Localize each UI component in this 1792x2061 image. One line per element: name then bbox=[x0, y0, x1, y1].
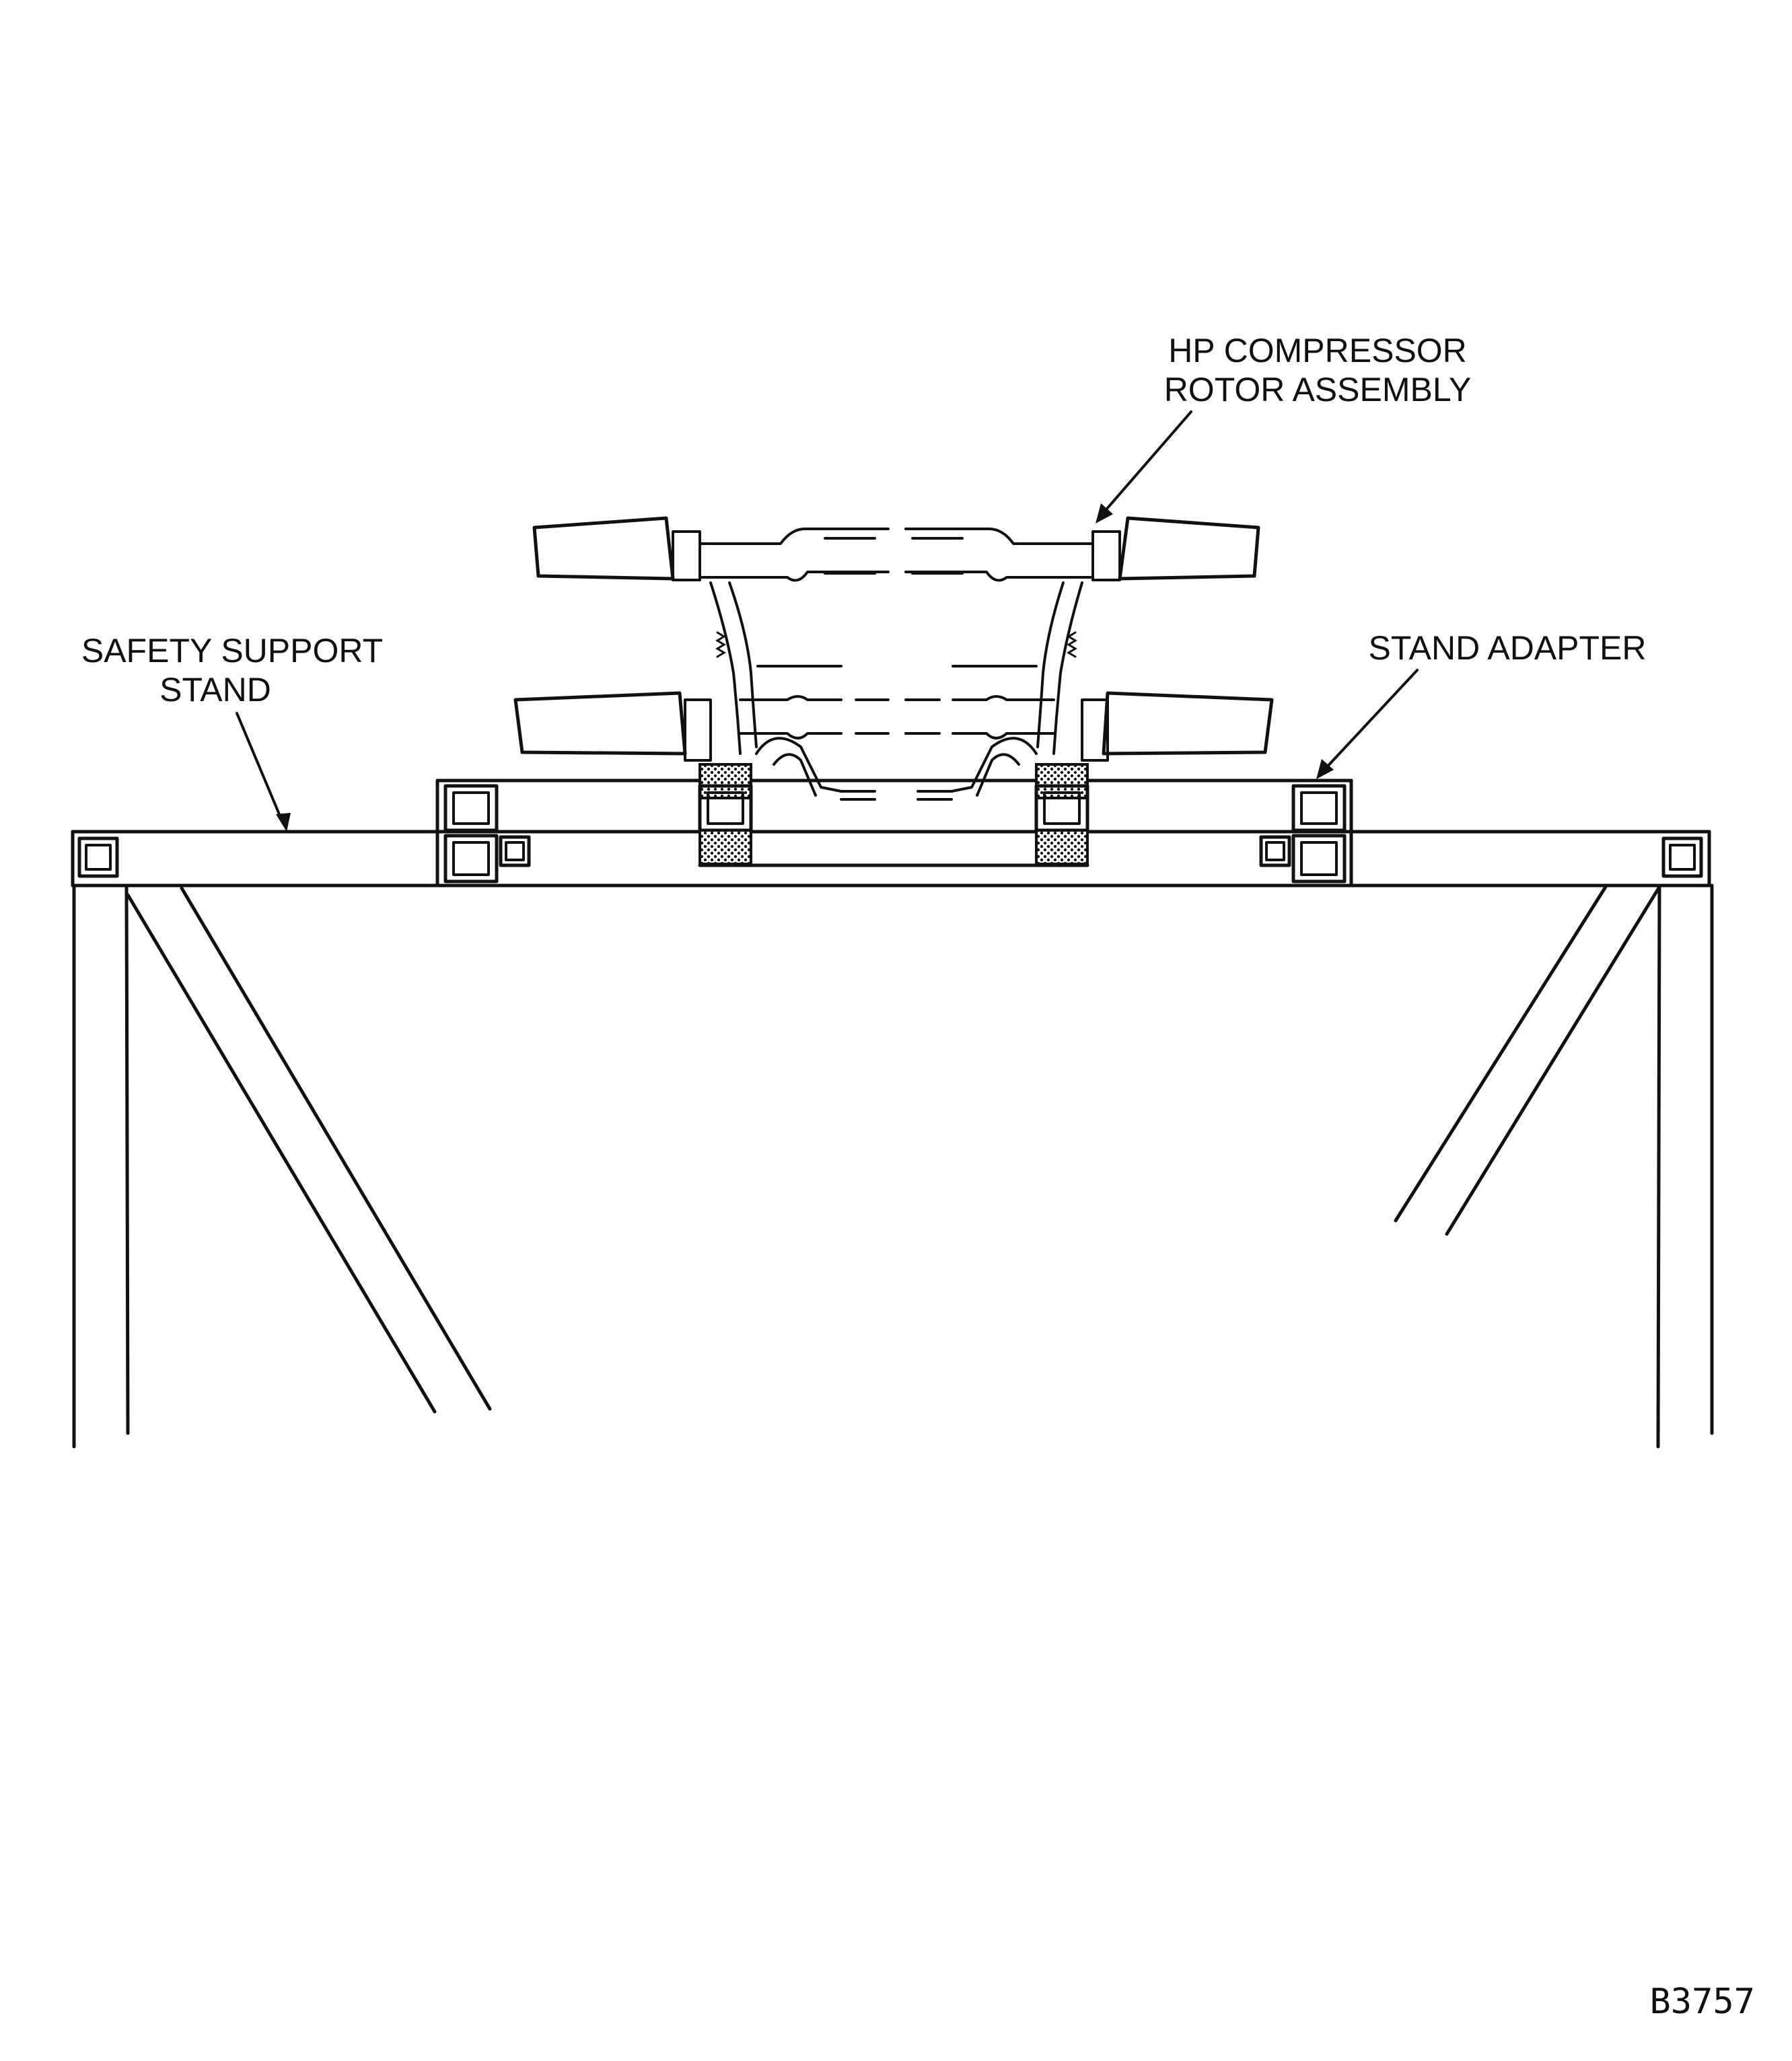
stand-adapter bbox=[435, 763, 1353, 888]
callout-labels: HP COMPRESSOR ROTOR ASSEMBLY SAFETY SUPP… bbox=[81, 332, 1647, 709]
label-safety-support-line2: STAND bbox=[159, 671, 271, 709]
label-hp-compressor-line2: ROTOR ASSEMBLY bbox=[1164, 371, 1472, 408]
label-hp-compressor-line1: HP COMPRESSOR bbox=[1168, 332, 1467, 369]
safety-support-stand bbox=[71, 830, 1714, 1449]
hp-compressor-rotor bbox=[513, 516, 1274, 801]
leader-lines bbox=[236, 410, 1419, 832]
label-safety-support-line1: SAFETY SUPPORT bbox=[81, 632, 383, 670]
figure-id: B3757 bbox=[1649, 1982, 1755, 2022]
label-stand-adapter: STAND ADAPTER bbox=[1368, 629, 1646, 667]
